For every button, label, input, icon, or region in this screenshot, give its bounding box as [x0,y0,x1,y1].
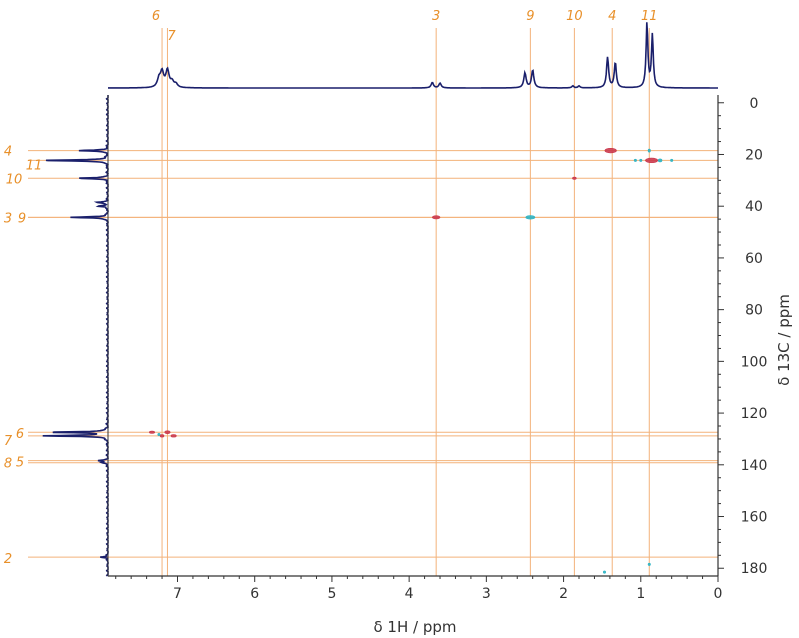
y-tick-label: 40 [745,199,763,215]
cross-peak-14 [164,430,171,434]
horizontal-guide-label-4: 4 [4,145,12,160]
horizontal-guide-label-2: 2 [4,552,12,567]
y-tick-label: 0 [750,96,759,112]
x-tick-label: 3 [482,586,491,602]
y-tick-label: 100 [741,354,768,370]
horizontal-guide-label-6: 6 [16,427,24,442]
cross-peak-2 [647,148,651,153]
proton-projection-trace [108,22,718,89]
horizontal-guide-label-8: 8 [4,457,12,472]
x-axis-title: δ 1H / ppm [373,618,456,636]
cross-peak-6 [633,158,637,162]
y-tick-label: 180 [741,561,768,577]
carbon-projection-trace [42,95,110,577]
horizontal-guide-label-11: 11 [26,158,43,173]
vertical-guide-label-7: 7 [167,29,176,44]
cross-peak-7 [670,158,674,162]
x-tick-label: 2 [559,586,568,602]
vertical-guide-label-11: 11 [641,9,658,24]
cross-peak-16 [602,570,606,574]
cross-peak-15 [170,434,177,438]
vertical-guide-label-4: 4 [608,9,616,24]
x-tick-label: 7 [173,586,182,602]
vertical-guide-label-6: 6 [152,9,160,24]
y-axis-title: δ 13C / ppm [775,294,793,386]
carbon-projection [42,95,110,577]
vertical-guide-label-10: 10 [566,9,583,24]
y-tick-label: 80 [745,303,763,319]
x-tick-label: 0 [714,586,723,602]
x-tick-label: 5 [327,586,336,602]
horizontal-guide-label-10: 10 [6,172,23,187]
cross-peak-5 [639,158,643,162]
horizontal-guide-label-3: 3 [4,211,12,226]
cross-peak-10 [525,215,536,220]
cross-peak-8 [572,176,577,180]
y-tick-label: 120 [741,406,768,422]
cross-peak-4 [657,158,663,163]
cross-peak-9 [432,215,441,220]
cross-peak-12 [157,433,161,437]
x-tick-label: 4 [405,586,414,602]
horizontal-guide-label-9: 9 [18,211,26,226]
vertical-guide-label-3: 3 [432,9,440,24]
cross-peak-1 [604,147,617,154]
horizontal-guide-label-5: 5 [16,456,24,471]
y-tick-label: 20 [745,147,763,163]
cross-peak-3 [645,157,659,164]
x-tick-label: 1 [636,586,645,602]
horizontal-guide-label-7: 7 [4,434,13,449]
x-tick-label: 6 [250,586,259,602]
proton-projection [108,22,718,89]
cross-peak-13 [159,434,165,438]
guide-lines [28,28,718,576]
cross-peaks [149,147,674,574]
y-tick-label: 140 [741,458,768,474]
cross-peak-17 [647,562,651,566]
cross-peak-11 [149,430,156,434]
vertical-guide-label-9: 9 [526,9,534,24]
y-tick-label: 60 [745,251,763,267]
y-tick-label: 160 [741,510,768,526]
